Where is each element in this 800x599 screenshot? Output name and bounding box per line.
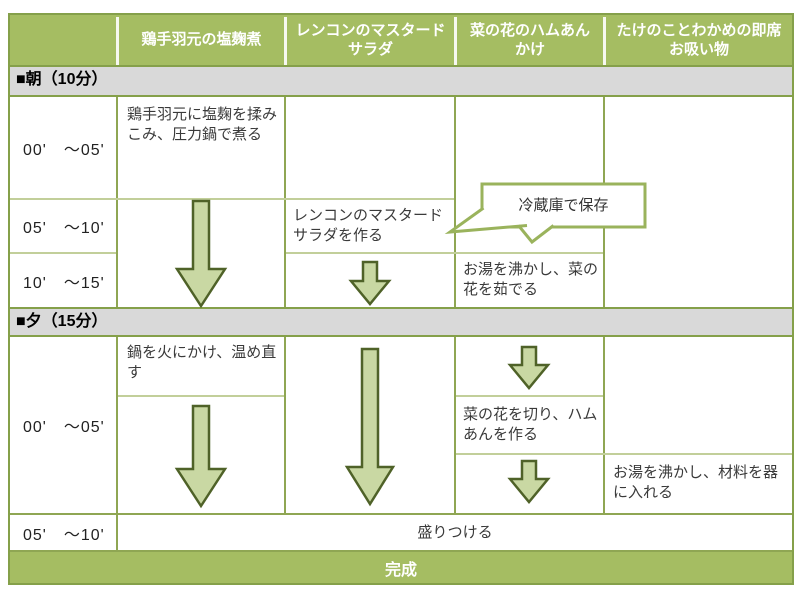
column-header-chicken: 鶏手羽元の塩麹煮 <box>141 31 262 49</box>
section-bar-evening: ■夕（15分） <box>10 307 792 337</box>
task-reheat-evening: 鍋を火にかけ、温め直す <box>127 344 277 381</box>
grid-line <box>116 515 118 550</box>
grid-line <box>284 337 286 513</box>
schedule-table: 鶏手羽元の塩麹煮 レンコンのマスタードサラダ 菜の花のハムあんかけ たけのことわ… <box>8 13 794 585</box>
corner-cell <box>10 15 117 65</box>
grid-line <box>116 17 119 65</box>
grid-line <box>116 337 118 513</box>
time-label: 10' ～15' <box>23 274 105 292</box>
time-label: 05' ～10' <box>23 220 105 237</box>
grid-line <box>118 395 284 397</box>
grid-line <box>10 252 116 254</box>
time-label: 00' ～05' <box>23 141 105 159</box>
column-header-nanohana: 菜の花のハムあんかけ <box>469 21 590 58</box>
grid-line <box>456 395 603 397</box>
task-nanohana-evening: 菜の花を切り、ハムあんを作る <box>463 406 598 443</box>
grid-line <box>454 17 457 65</box>
down-arrow-icon <box>348 260 392 306</box>
grid-line <box>10 513 792 515</box>
down-arrow-icon <box>507 345 551 390</box>
task-chicken-morning: 鶏手羽元に塩麹を揉みこみ、圧力鍋で煮る <box>127 106 278 143</box>
section-label-evening: ■夕（15分） <box>16 313 108 330</box>
down-arrow-icon <box>174 199 228 309</box>
task-salad-morning: レンコンのマスタードサラダを作る <box>293 207 444 244</box>
callout-label: 冷蔵庫で保存 <box>518 197 609 214</box>
down-arrow-icon <box>507 459 551 504</box>
grid-line <box>603 17 606 65</box>
column-header-salad: レンコンのマスタードサラダ <box>295 21 446 58</box>
task-plating: 盛りつける <box>417 523 493 541</box>
callout-bubble <box>444 182 647 245</box>
grid-line <box>10 550 792 552</box>
task-nanohana-morning: お湯を沸かし、菜の花を茹でる <box>463 261 599 298</box>
header-row-background <box>10 15 792 65</box>
grid-line <box>116 97 118 307</box>
done-bar: 完成 <box>10 552 792 583</box>
grid-line <box>284 97 286 307</box>
section-bar-morning: ■朝（10分） <box>10 65 792 97</box>
time-label: 00' ～05' <box>23 419 105 436</box>
grid-line <box>603 337 605 513</box>
down-arrow-icon <box>174 404 228 509</box>
section-label-morning: ■朝（10分） <box>16 71 108 88</box>
grid-line <box>284 17 287 65</box>
task-soup-evening: お湯を沸かし、材料を器に入れる <box>613 464 779 501</box>
time-label: 05' ～10' <box>23 526 105 544</box>
grid-line <box>454 97 456 307</box>
done-label: 完成 <box>384 561 417 579</box>
down-arrow-icon <box>344 347 396 507</box>
grid-line <box>456 453 792 455</box>
grid-line <box>10 198 454 200</box>
column-header-soup: たけのことわかめの即席お吸い物 <box>616 21 782 58</box>
grid-line <box>454 337 456 513</box>
grid-line <box>286 252 603 254</box>
